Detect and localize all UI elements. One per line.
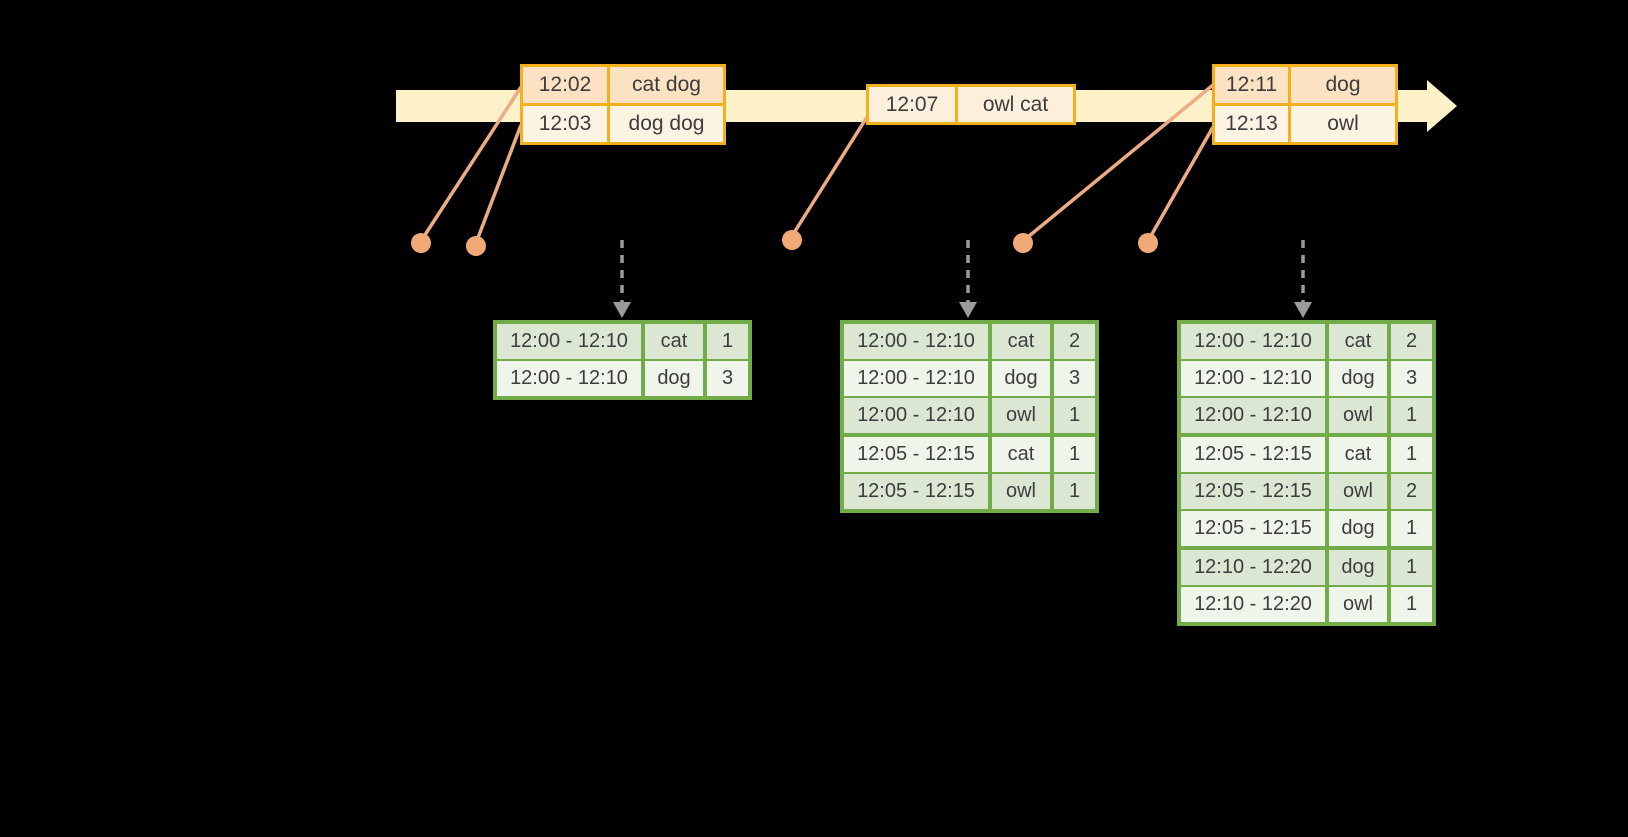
word-cell: owl <box>1325 396 1389 435</box>
window-cell: 12:00 - 12:10 <box>495 322 643 360</box>
event-time-dot <box>411 233 431 253</box>
word-cell: cat <box>988 322 1052 360</box>
event-words-cell: dog dog <box>607 103 726 145</box>
event-time-dot <box>1013 233 1033 253</box>
event-words-cell: owl cat <box>955 84 1076 125</box>
count-cell: 1 <box>703 322 750 360</box>
event-time-cell: 12:03 <box>520 103 610 145</box>
word-cell: dog <box>988 359 1052 397</box>
window-cell: 12:00 - 12:10 <box>495 359 643 398</box>
event-words-cell: owl <box>1288 103 1398 145</box>
word-cell: cat <box>988 433 1052 473</box>
window-cell: 12:05 - 12:15 <box>842 433 990 473</box>
word-cell: owl <box>1325 585 1389 624</box>
event-connector-line <box>1146 126 1215 242</box>
event-time-dot <box>466 236 486 256</box>
count-cell: 1 <box>1050 396 1097 435</box>
count-cell: 3 <box>1387 359 1434 397</box>
count-cell: 1 <box>1387 585 1434 624</box>
window-cell: 12:00 - 12:10 <box>842 359 990 397</box>
word-cell: dog <box>1325 359 1389 397</box>
event-connector-line <box>790 116 869 237</box>
count-cell: 2 <box>1387 472 1434 510</box>
word-cell: owl <box>988 472 1052 511</box>
word-cell: dog <box>641 359 705 398</box>
window-cell: 12:05 - 12:15 <box>1179 509 1327 548</box>
count-cell: 2 <box>1050 322 1097 360</box>
event-time-cell: 12:11 <box>1212 64 1291 106</box>
window-cell: 12:05 - 12:15 <box>842 472 990 511</box>
window-cell: 12:10 - 12:20 <box>1179 546 1327 586</box>
window-cell: 12:05 - 12:15 <box>1179 472 1327 510</box>
count-cell: 1 <box>1050 472 1097 511</box>
window-cell: 12:00 - 12:10 <box>842 396 990 435</box>
word-cell: cat <box>1325 433 1389 473</box>
event-time-dot <box>782 230 802 250</box>
count-cell: 3 <box>703 359 750 398</box>
word-cell: owl <box>1325 472 1389 510</box>
count-cell: 1 <box>1387 509 1434 548</box>
event-time-dot <box>1138 233 1158 253</box>
event-words-cell: cat dog <box>607 64 726 106</box>
trigger-arrowhead-icon <box>613 302 631 318</box>
count-cell: 1 <box>1387 433 1434 473</box>
trigger-arrowhead-icon <box>1294 302 1312 318</box>
window-cell: 12:00 - 12:10 <box>842 322 990 360</box>
count-cell: 2 <box>1387 322 1434 360</box>
count-cell: 1 <box>1387 546 1434 586</box>
window-cell: 12:00 - 12:10 <box>1179 359 1327 397</box>
count-cell: 1 <box>1050 433 1097 473</box>
word-cell: cat <box>641 322 705 360</box>
event-connector-line <box>474 124 523 244</box>
trigger-arrowhead-icon <box>959 302 977 318</box>
word-cell: dog <box>1325 509 1389 548</box>
count-cell: 3 <box>1050 359 1097 397</box>
word-cell: cat <box>1325 322 1389 360</box>
event-time-cell: 12:07 <box>866 84 958 125</box>
event-words-cell: dog <box>1288 64 1398 106</box>
window-cell: 12:10 - 12:20 <box>1179 585 1327 624</box>
count-cell: 1 <box>1387 396 1434 435</box>
event-time-cell: 12:13 <box>1212 103 1291 145</box>
word-cell: dog <box>1325 546 1389 586</box>
event-time-cell: 12:02 <box>520 64 610 106</box>
window-cell: 12:05 - 12:15 <box>1179 433 1327 473</box>
word-cell: owl <box>988 396 1052 435</box>
window-cell: 12:00 - 12:10 <box>1179 396 1327 435</box>
window-cell: 12:00 - 12:10 <box>1179 322 1327 360</box>
timeline-arrowhead-icon <box>1427 80 1457 132</box>
